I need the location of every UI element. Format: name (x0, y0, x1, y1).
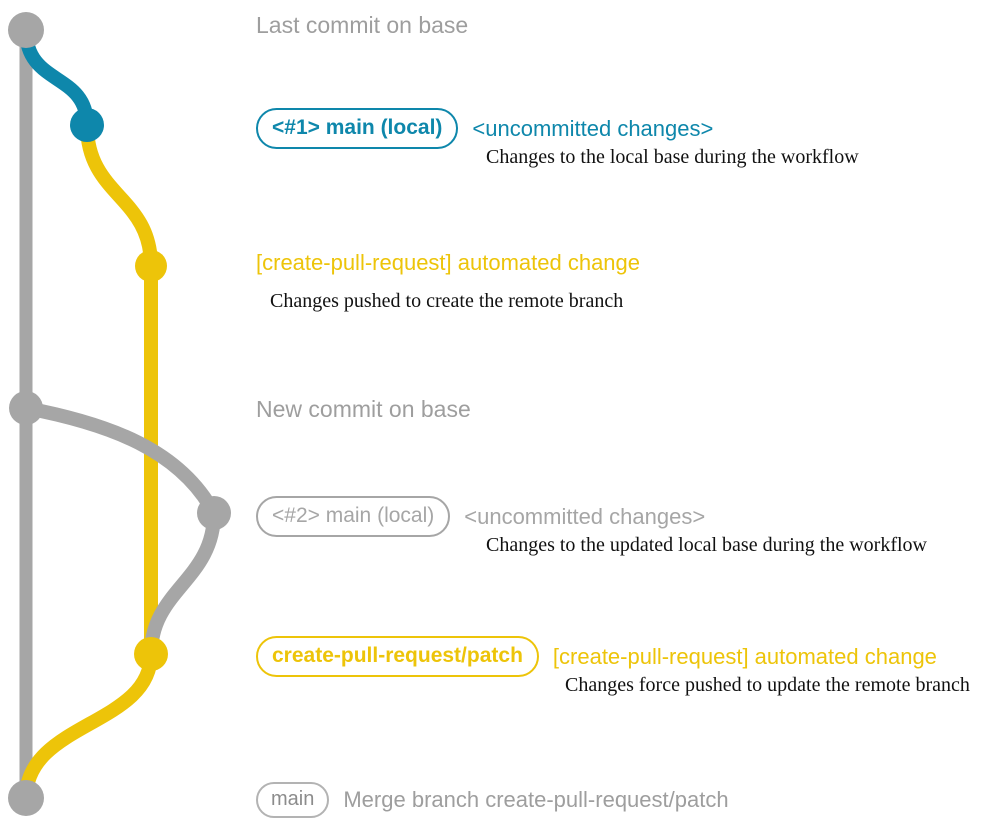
commit-note-patch-2: Changes force pushed to update the remot… (565, 674, 970, 696)
commit-subject-local-2: <uncommitted changes> (464, 503, 706, 529)
commit-row-merge: main Merge branch create-pull-request/pa… (256, 782, 729, 818)
headline-last-commit-on-base: Last commit on base (256, 12, 469, 38)
node-base-merge[interactable] (8, 780, 44, 816)
commit-subject-patch-1: [create-pull-request] automated change (256, 250, 641, 275)
node-base-top[interactable] (8, 12, 44, 48)
edge-local1-to-patch1 (80, 118, 158, 273)
edge-basenew-to-local2 (19, 401, 221, 520)
node-base-new[interactable] (9, 391, 43, 425)
commit-subject-local-1: <uncommitted changes> (472, 115, 714, 141)
edge-local2-to-patch2 (144, 506, 221, 661)
commit-row-local-2: <#2> main (local) <uncommitted changes> (256, 496, 705, 537)
branch-badge-create-pull-request-patch[interactable]: create-pull-request/patch (256, 636, 539, 677)
commit-row-patch-1: [create-pull-request] automated change (256, 252, 640, 274)
commit-note-patch-1: Changes pushed to create the remote bran… (270, 290, 624, 312)
branch-badge-main-local-2[interactable]: <#2> main (local) (256, 496, 451, 537)
commit-row-patch-2: create-pull-request/patch [create-pull-r… (256, 636, 937, 677)
branch-badge-main[interactable]: main (256, 782, 330, 818)
node-local-1[interactable] (70, 108, 104, 142)
edge-patch2-to-basemerge (19, 647, 158, 805)
node-patch-2[interactable] (134, 637, 168, 671)
commit-subject-patch-2: [create-pull-request] automated change (552, 643, 937, 669)
commit-note-local-1: Changes to the local base during the wor… (486, 146, 859, 168)
node-local-2[interactable] (197, 496, 231, 530)
node-patch-1[interactable] (135, 250, 167, 282)
commit-subject-merge: Merge branch create-pull-request/patch (343, 787, 729, 812)
headline-new-commit-on-base: New commit on base (256, 396, 471, 422)
commit-note-local-2: Changes to the updated local base during… (486, 534, 927, 556)
branch-badge-main-local-1[interactable]: <#1> main (local) (256, 108, 459, 149)
commit-row-local-1: <#1> main (local) <uncommitted changes> (256, 108, 713, 149)
